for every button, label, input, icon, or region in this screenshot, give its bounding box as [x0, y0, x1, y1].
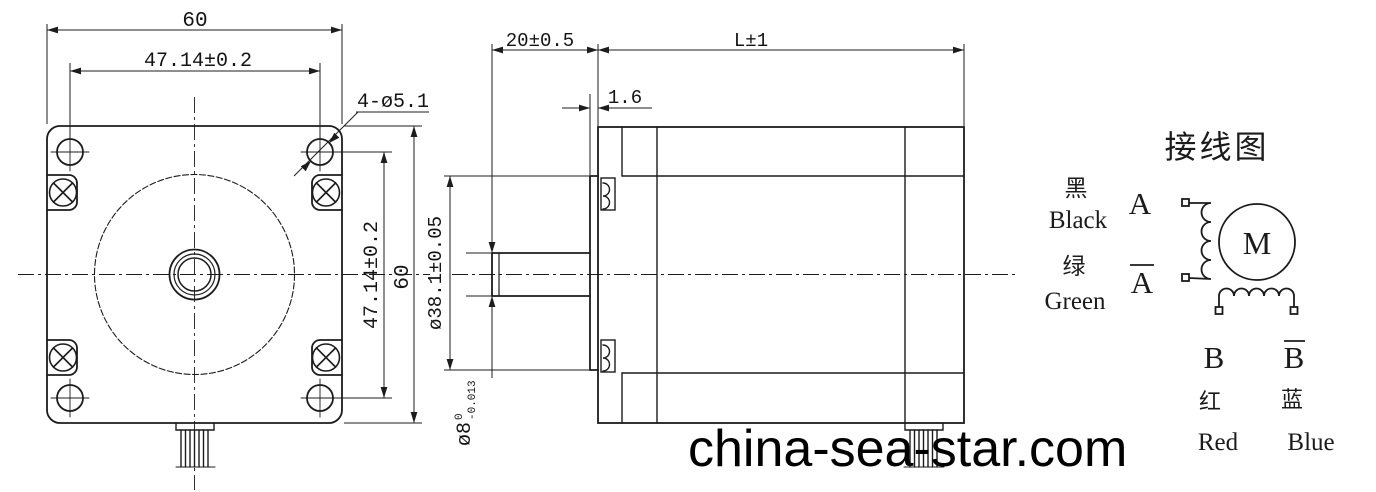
mounting-holes-label: 4-ø5.1 — [357, 91, 429, 114]
dim-outer-width-label: 60 — [182, 10, 207, 33]
mounting-holes — [50, 132, 340, 418]
side-wire-bundle — [903, 422, 945, 468]
dim-pilot-diameter-label: ø38.1±0.05 — [425, 216, 447, 330]
dim-shaft-diameter-label: ø8 0 -0.013 — [454, 380, 479, 446]
side-view — [491, 126, 965, 468]
dimension-lines — [46, 24, 965, 424]
dim-hole-spacing-h-label: 47.14±0.2 — [144, 50, 252, 73]
screw-head-profiles — [600, 177, 616, 373]
lead-a-color-en: Black — [1049, 207, 1108, 234]
assembly-screws — [48, 178, 341, 372]
wiring-diagram-title: 接线图 — [1164, 128, 1269, 166]
terminal-square-a — [1181, 198, 1190, 207]
watermark-text: china-sea-star.com — [688, 420, 1127, 478]
dimension-arrows — [47, 26, 964, 423]
terminal-square-b-bar — [1289, 306, 1299, 315]
shaft-profile — [491, 252, 591, 297]
pilot-boss-profile — [589, 175, 599, 371]
motor-label: M — [1243, 225, 1271, 261]
phase-b-winding — [1214, 287, 1299, 315]
phase-a-winding — [1181, 198, 1212, 282]
lead-b-color-en: Red — [1198, 429, 1239, 456]
terminal-a-bar: A — [1131, 265, 1154, 300]
terminal-b: B — [1204, 340, 1225, 375]
lead-b-color-cn: 红 — [1199, 390, 1221, 415]
terminal-square-a-bar — [1181, 273, 1190, 282]
dim-hole-spacing-v-label: 47.14±0.2 — [361, 221, 384, 329]
svg-text:ø8: ø8 — [454, 422, 477, 446]
dimension-texts: 60 47.14±0.2 4-ø5.1 47.14±0.2 60 20±0.5 … — [144, 10, 768, 446]
dim-shaft-length-label: 20±0.5 — [506, 30, 574, 52]
svg-text:-0.013: -0.013 — [467, 380, 479, 420]
terminal-a: A — [1129, 186, 1152, 221]
lead-a-color-cn: 黑 — [1065, 176, 1088, 202]
lead-abar-color-cn: 绿 — [1063, 254, 1086, 280]
terminal-b-bar: B — [1284, 340, 1305, 375]
lead-bbar-color-en: Blue — [1287, 429, 1334, 456]
motor-body — [597, 126, 965, 424]
svg-text:0: 0 — [454, 413, 466, 420]
wiring-diagram: 接线图 黑 Black A 绿 Green A B B 红 Red 蓝 Blue… — [1044, 128, 1334, 456]
front-wire-bundle — [175, 422, 216, 468]
center-lines — [18, 97, 1018, 490]
lead-bbar-color-cn: 蓝 — [1281, 388, 1303, 413]
lead-abar-color-en: Green — [1044, 288, 1106, 315]
terminal-square-b — [1214, 306, 1224, 315]
dim-body-length-label: L±1 — [734, 30, 768, 52]
dim-pilot-height-label: 1.6 — [608, 87, 642, 109]
dim-outer-height-label: 60 — [392, 264, 415, 289]
motor-circle — [1218, 203, 1296, 281]
